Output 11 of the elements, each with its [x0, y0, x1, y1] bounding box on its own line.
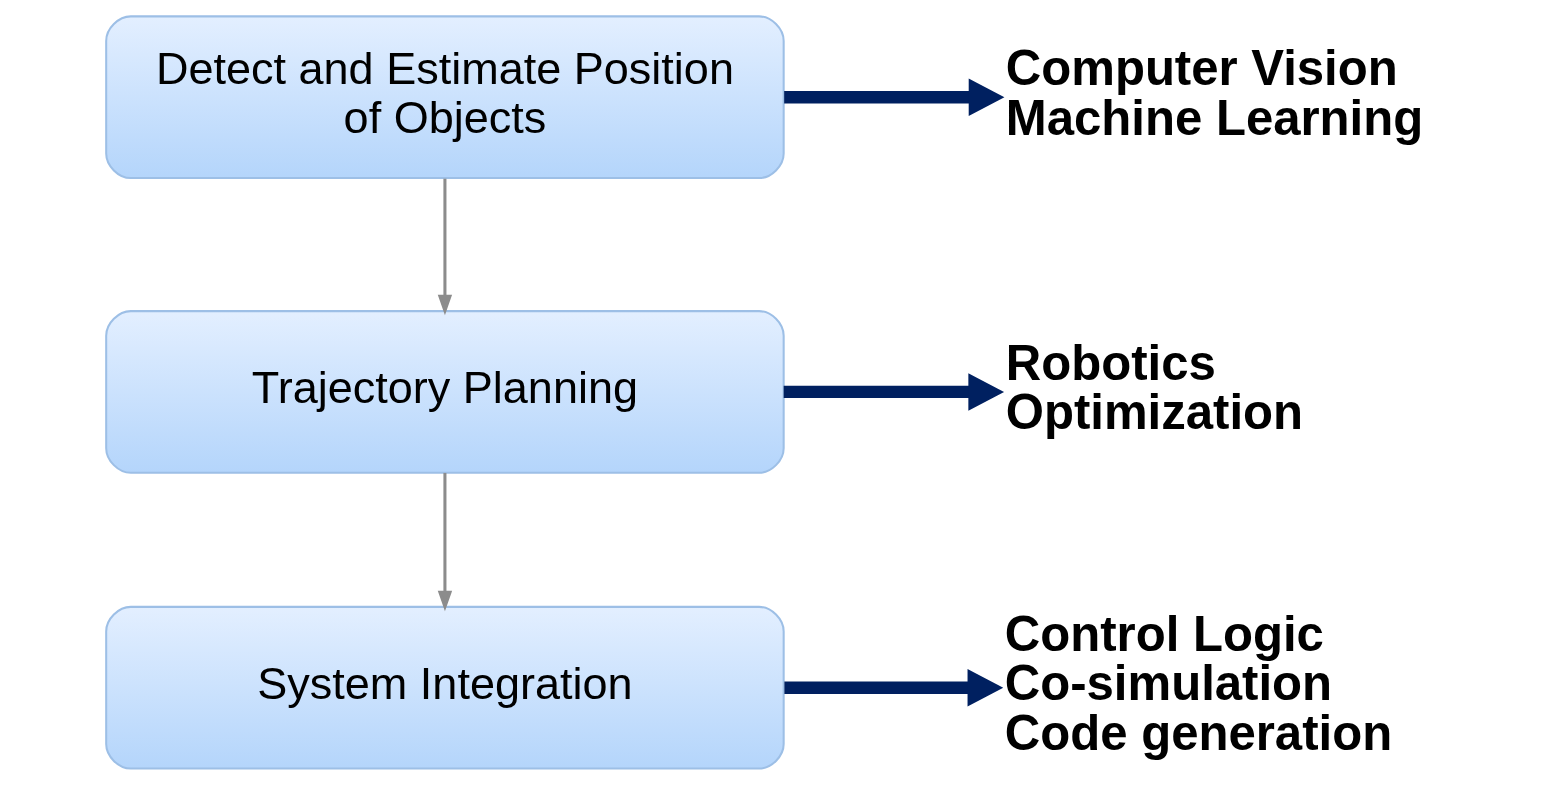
node-text: Control Logic Co-simulation Code generation [1004, 607, 1392, 760]
node-box: Trajectory Planning [104, 310, 785, 474]
arrow [783, 373, 1004, 411]
node-box: System Integration [104, 605, 785, 770]
arrow [783, 668, 1003, 707]
arrow [437, 178, 452, 316]
arrow [783, 78, 1004, 116]
arrow [437, 472, 452, 612]
node-text: Computer Vision Machine Learning [1005, 41, 1423, 145]
node-box: Detect and Estimate Position of Objects [104, 15, 785, 180]
node-text: Robotics Optimization [1005, 336, 1303, 440]
